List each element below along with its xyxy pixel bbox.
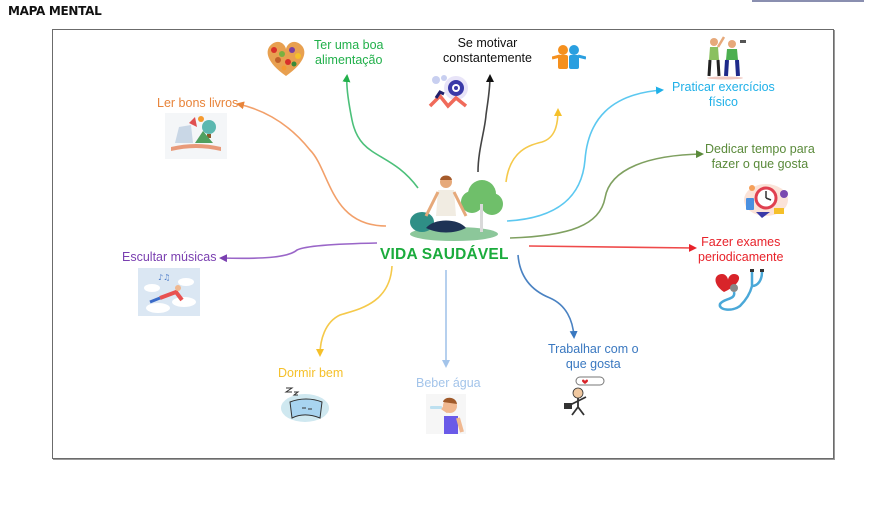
connector-escutar-musicas <box>219 242 378 263</box>
connector-dormir-bem <box>316 265 393 357</box>
friends-icon <box>551 42 587 72</box>
branch-label-line: Praticar exercícios <box>672 80 775 94</box>
connector-trabalhar <box>517 254 578 339</box>
open-book-icon <box>165 113 227 159</box>
connector-exames <box>528 243 697 252</box>
music-cloud-icon: ♪♫ <box>138 268 200 316</box>
drinking-water-icon <box>426 394 466 434</box>
center-node-label: VIDA SAUDÁVEL <box>380 246 509 263</box>
meditating-person-icon <box>404 172 509 244</box>
connector-ler-bons-livros <box>236 101 387 227</box>
branch-label-line: constantemente <box>443 51 532 65</box>
svg-text:♪♫: ♪♫ <box>158 273 170 282</box>
stethoscope-heart-icon <box>710 266 770 314</box>
page-title: MAPA MENTAL <box>8 4 102 18</box>
branch-label-dedicar-tempo: Dedicar tempo para fazer o que gosta <box>705 142 815 172</box>
branch-label-line: físico <box>708 95 738 109</box>
branch-label-line: Ter uma boa <box>314 38 384 52</box>
branch-label-exames: Fazer exames periodicamente <box>698 235 783 265</box>
branch-label-se-motivar: Se motivar constantemente <box>443 36 532 66</box>
branch-label-trabalhar: Trabalhar com o que gosta <box>548 342 639 372</box>
branch-label-alimentacao: Ter uma boa alimentação <box>314 38 383 68</box>
branch-label-line: Trabalhar com o <box>548 342 639 356</box>
branch-label-line: fazer o que gosta <box>711 157 809 171</box>
connector-amizade <box>505 108 562 183</box>
exercise-people-icon <box>702 34 748 80</box>
happy-worker-icon <box>560 375 606 419</box>
branch-label-dormir-bem: Dormir bem <box>278 366 344 380</box>
branch-label-line: Fazer exames <box>701 235 781 249</box>
branch-label-exercicios: Praticar exercícios físico <box>672 80 775 110</box>
branch-label-line: periodicamente <box>698 250 784 264</box>
target-motivation-icon <box>426 72 474 112</box>
branch-label-escutar-musicas: Escultar músicas <box>122 250 217 264</box>
connector-exercicios <box>506 86 664 222</box>
branch-label-line: alimentação <box>315 53 383 67</box>
connector-se-motivar <box>477 74 494 173</box>
branch-label-line: que gosta <box>565 357 621 371</box>
branch-label-ler-bons-livros: Ler bons livros <box>157 96 239 110</box>
branch-label-line: Dedicar tempo para <box>705 142 815 156</box>
branch-label-beber-agua: Beber água <box>416 376 481 390</box>
branch-label-line: Se motivar <box>457 36 518 50</box>
connector-dedicar-tempo <box>509 150 704 239</box>
connector-alimentacao <box>342 74 419 189</box>
hobbies-clock-icon <box>740 178 792 220</box>
fruit-heart-icon <box>262 38 310 80</box>
header-divider <box>752 0 864 2</box>
sleeping-pillow-icon <box>280 384 330 424</box>
